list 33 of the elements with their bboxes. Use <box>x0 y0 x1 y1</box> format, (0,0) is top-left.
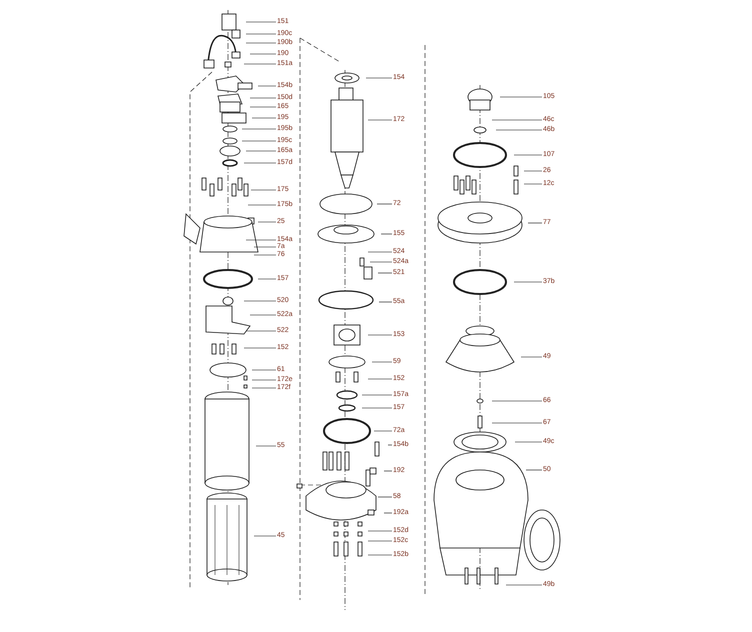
leader-line <box>388 444 392 446</box>
leader-line <box>520 356 542 358</box>
leader-line <box>368 554 392 556</box>
leader-line <box>528 222 542 224</box>
leader-line <box>374 430 392 432</box>
leader-line <box>514 154 542 156</box>
leader-line <box>378 496 392 498</box>
leader-line <box>368 540 392 542</box>
leader-line <box>368 334 392 336</box>
leader-line <box>506 584 542 586</box>
leader-line <box>362 394 392 396</box>
leader-line <box>492 422 542 424</box>
leader-line <box>248 204 276 206</box>
leader-line <box>246 42 276 44</box>
leader-line <box>246 150 276 152</box>
leader-line <box>250 106 276 108</box>
leader-line <box>384 512 392 514</box>
leader-line <box>250 314 276 316</box>
leader-line <box>384 470 392 472</box>
leader-line <box>378 272 392 274</box>
leader-line <box>254 254 276 256</box>
leader-line <box>258 278 276 280</box>
leader-line <box>244 162 276 164</box>
leader-line <box>492 400 542 402</box>
leader-line <box>242 128 276 130</box>
leader-line <box>244 300 276 302</box>
leader-line <box>246 330 276 332</box>
leader-line <box>500 96 542 98</box>
leader-line <box>242 140 276 142</box>
leader-line <box>368 378 392 380</box>
leader-line <box>524 170 542 172</box>
leader-line <box>368 530 392 532</box>
leader-line <box>254 246 276 248</box>
